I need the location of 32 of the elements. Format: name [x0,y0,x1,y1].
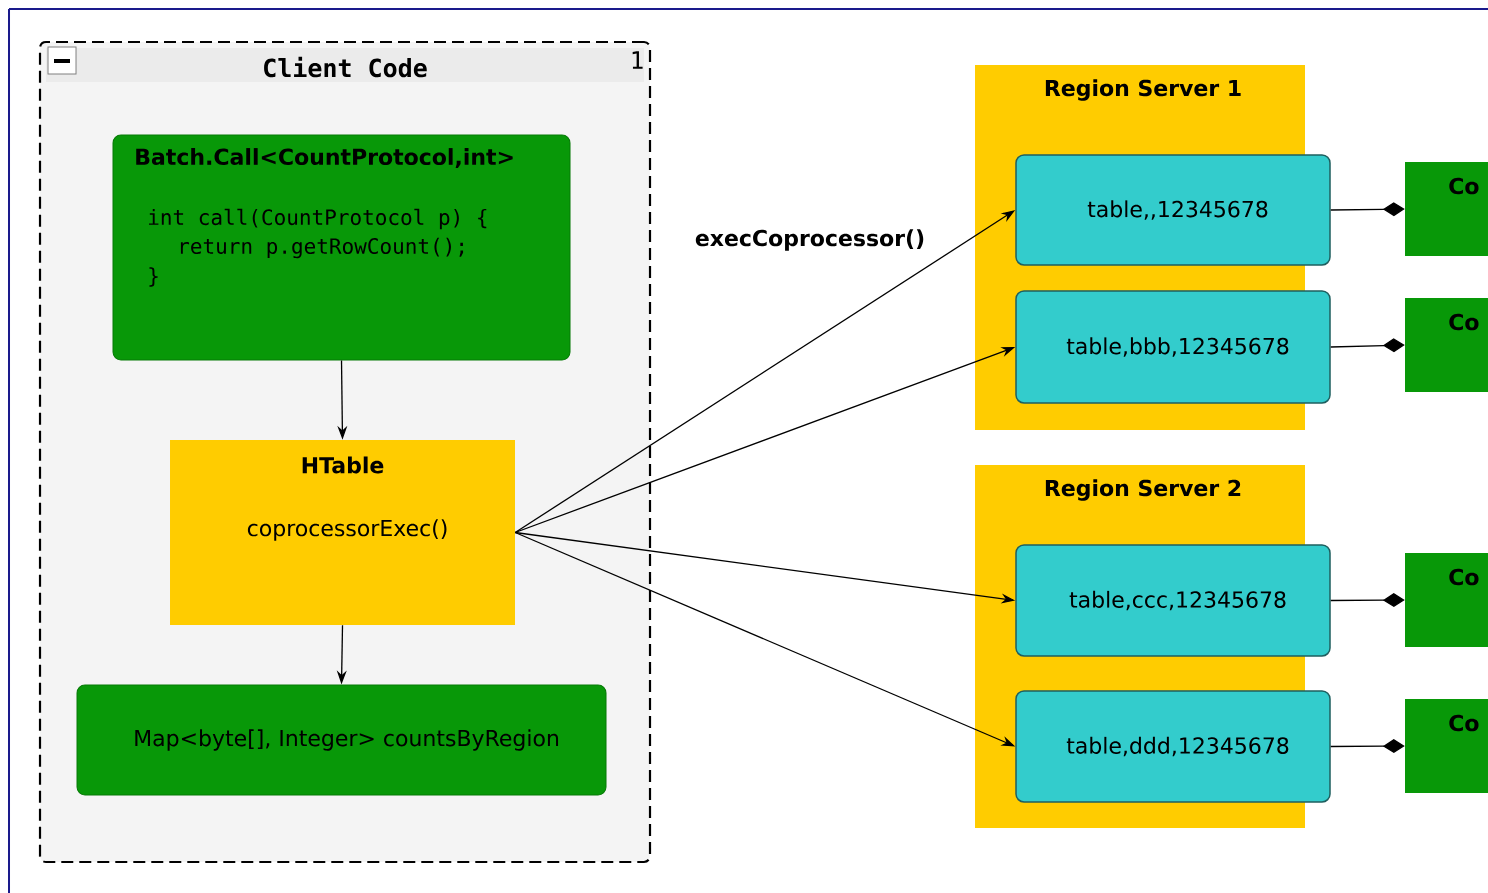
edge-label: execCoprocessor() [693,228,927,252]
box-title: Region Server 2 [1045,479,1241,501]
coprocessor-box [1405,162,1488,256]
code-line: } [149,267,158,287]
box-label: Map<byte[], Integer> countsByRegion [135,729,559,751]
box-title: Co [1449,313,1479,331]
code-line: int call(CountProtocol p) { [149,208,487,230]
code-box [112,134,571,361]
box-title: Batch.Call<CountProtocol,int> [136,148,513,168]
box-title: Co [1449,177,1479,195]
coprocessor-box [1405,553,1488,647]
coprocessor-box [1405,298,1488,392]
box-label: table,bbb,12345678 [1066,337,1289,357]
result-box [76,684,607,796]
title: Client Code [264,56,427,78]
diamond-connector [1330,338,1405,353]
class-box [170,440,515,625]
corner-number: 1 [632,51,643,69]
code-line: return p.getRowCount(); [180,237,464,259]
box-label: table,ddd,12345678 [1066,736,1289,757]
coprocessor-box [1405,699,1488,793]
box-label: table,ccc,12345678 [1069,590,1286,611]
region-box [1015,154,1331,266]
region-box [1015,290,1331,404]
box-title: Co [1449,568,1479,586]
method-name: coprocessorExec() [247,519,447,541]
box-label: table,,12345678 [1087,200,1268,220]
region-box [1015,690,1331,803]
box-title: Co [1449,714,1479,732]
box-title: Region Server 1 [1045,79,1241,101]
region-box [1015,544,1331,657]
box-title: HTable [302,456,384,474]
